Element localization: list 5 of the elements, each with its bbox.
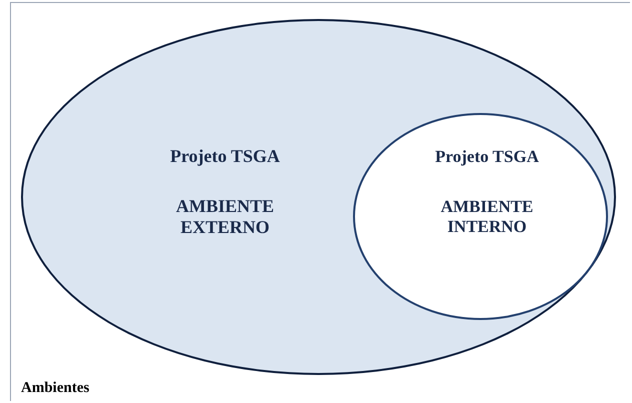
environment-label: AMBIENTE EXTERNO (174, 196, 275, 238)
project-title: Projeto TSGA (434, 147, 540, 167)
frame-title: Ambientes (21, 380, 90, 398)
environment-label: AMBIENTE INTERNO (440, 197, 534, 236)
project-title: Projeto TSGA (169, 146, 281, 167)
